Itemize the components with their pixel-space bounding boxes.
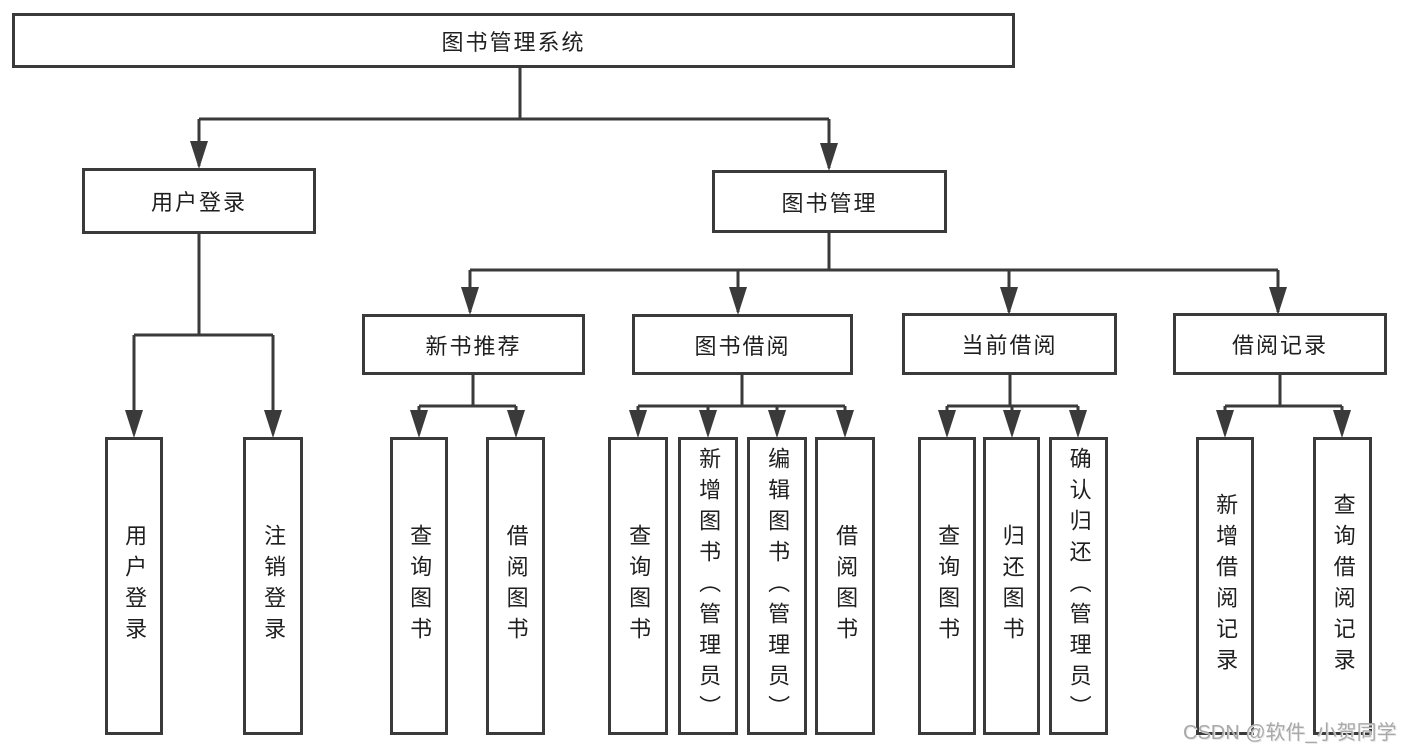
node-new-book-rec-label: 新书推荐 [425, 333, 522, 359]
arrowhead-icon [1069, 410, 1087, 438]
leaf-return-books-label: 归还图书 [999, 524, 1025, 648]
arrowhead-icon [264, 410, 282, 438]
leaf-logout-label: 注销登录 [261, 524, 287, 648]
arrowhead-icon [1216, 410, 1234, 438]
leaf-borrow-books-rec-label: 借阅图书 [503, 524, 529, 648]
leaf-confirm-return-admin: 确认归还（管理员） [1049, 437, 1108, 735]
leaf-borrow-books: 借阅图书 [815, 437, 875, 735]
leaf-logout: 注销登录 [243, 437, 303, 735]
leaf-query-books-current-label: 查询图书 [935, 524, 961, 648]
arrowhead-icon [461, 287, 479, 315]
leaf-query-books-rec: 查询图书 [390, 437, 448, 735]
arrowhead-icon [938, 410, 956, 438]
connector-new-book-rec-group [410, 375, 525, 438]
arrowhead-icon [410, 410, 428, 438]
connector-root-to-level1 [190, 68, 838, 171]
leaf-query-borrow-record-label: 查询借阅记录 [1330, 493, 1356, 679]
leaf-user-login-label: 用户登录 [122, 524, 148, 648]
node-borrow-records: 借阅记录 [1173, 313, 1387, 375]
node-root: 图书管理系统 [12, 13, 1015, 68]
node-root-label: 图书管理系统 [441, 29, 586, 55]
node-current-borrow: 当前借阅 [902, 313, 1117, 375]
arrowhead-icon [699, 410, 717, 438]
leaf-edit-book-admin: 编辑图书（管理员） [747, 437, 807, 735]
node-book-mgmt: 图书管理 [712, 170, 947, 233]
leaf-add-book-admin-label: 新增图书（管理员） [696, 446, 722, 726]
arrowhead-icon [1333, 410, 1351, 438]
arrowhead-icon [1000, 287, 1018, 315]
arrowhead-icon [768, 410, 786, 438]
leaf-add-book-admin: 新增图书（管理员） [678, 437, 738, 735]
node-user-login-branch: 用户登录 [82, 168, 316, 234]
leaf-query-books-rec-label: 查询图书 [407, 524, 433, 648]
leaf-add-borrow-record: 新增借阅记录 [1196, 437, 1254, 735]
leaf-query-borrow-record: 查询借阅记录 [1313, 437, 1372, 735]
arrowhead-icon [507, 410, 525, 438]
leaf-query-books-borrow: 查询图书 [608, 437, 668, 735]
leaf-edit-book-admin-label: 编辑图书（管理员） [765, 446, 791, 726]
arrowhead-icon [1269, 287, 1287, 315]
leaf-query-books-borrow-label: 查询图书 [626, 524, 652, 648]
leaf-confirm-return-admin-label: 确认归还（管理员） [1066, 446, 1092, 726]
node-new-book-rec: 新书推荐 [362, 314, 585, 375]
arrowhead-icon [820, 143, 838, 171]
arrowhead-icon [190, 141, 208, 169]
arrowhead-icon [629, 410, 647, 438]
leaf-add-borrow-record-label: 新增借阅记录 [1213, 493, 1239, 679]
leaf-return-books: 归还图书 [983, 437, 1040, 735]
node-book-mgmt-label: 图书管理 [781, 190, 878, 216]
node-book-borrow: 图书借阅 [632, 314, 853, 375]
arrowhead-icon [125, 410, 143, 438]
arrowhead-icon [1003, 410, 1021, 438]
csdn-watermark: CSDN @软件_小贺同学 [1183, 722, 1397, 744]
node-borrow-records-label: 借阅记录 [1231, 333, 1328, 358]
connector-borrow-records-group [1216, 375, 1351, 438]
leaf-borrow-books-label: 借阅图书 [833, 524, 859, 648]
leaf-borrow-books-rec: 借阅图书 [486, 437, 545, 735]
arrowhead-icon [729, 287, 747, 315]
connector-book-mgmt-branch [461, 233, 1287, 315]
leaf-query-books-current: 查询图书 [918, 437, 976, 735]
leaf-user-login: 用户登录 [105, 437, 163, 735]
connector-user-login-branch [125, 234, 282, 438]
connector-book-borrow-group [629, 375, 854, 438]
node-book-borrow-label: 图书借阅 [694, 333, 791, 359]
node-user-login-branch-label: 用户登录 [150, 190, 247, 215]
connector-current-borrow-group [938, 375, 1087, 438]
arrowhead-icon [836, 410, 854, 438]
node-current-borrow-label: 当前借阅 [961, 333, 1058, 358]
